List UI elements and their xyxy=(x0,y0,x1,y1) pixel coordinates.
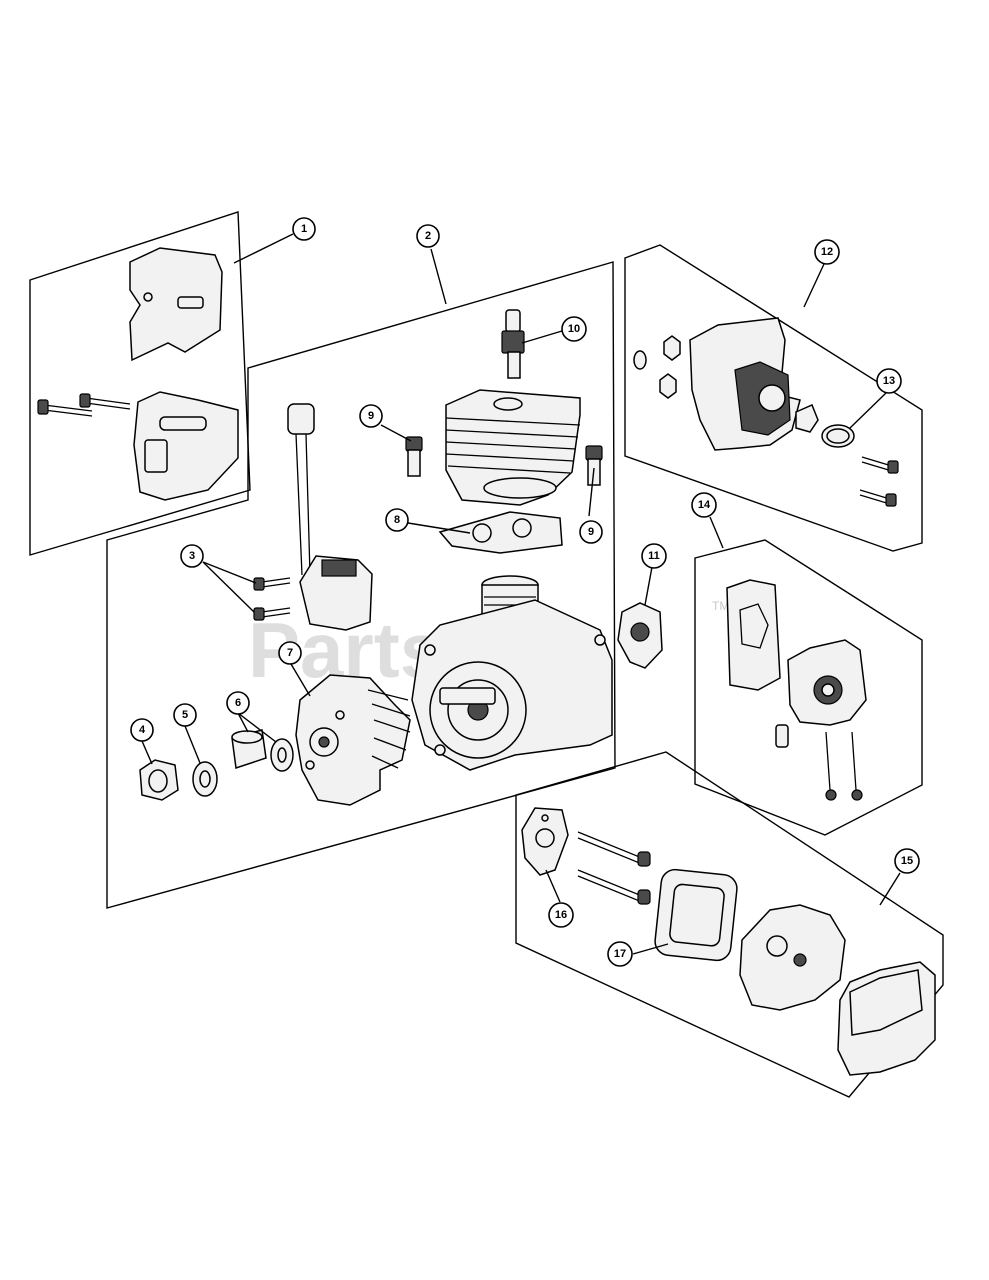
panel-muffler xyxy=(29,211,251,556)
svg-text:12: 12 xyxy=(821,246,833,258)
air-filter-cover xyxy=(837,961,936,1076)
ignition-coil xyxy=(287,403,373,631)
air-filter-bolts xyxy=(577,831,651,905)
spacer-ring xyxy=(270,738,294,772)
panel-intake xyxy=(624,244,923,552)
cylinder-gasket xyxy=(438,511,563,554)
callout-4: 4 xyxy=(130,718,154,742)
svg-text:3: 3 xyxy=(189,550,195,562)
air-filter-element xyxy=(654,868,738,962)
callout-2: 2 xyxy=(416,224,440,248)
panel-carburetor xyxy=(694,539,923,836)
callout-10: 10 xyxy=(561,316,587,342)
svg-text:6: 6 xyxy=(235,697,241,709)
svg-text:7: 7 xyxy=(287,647,293,659)
svg-text:9: 9 xyxy=(588,526,594,538)
ignition-module xyxy=(617,602,663,669)
washer xyxy=(192,761,218,797)
air-filter-base xyxy=(739,904,846,1011)
intake-valve xyxy=(795,404,819,433)
callout-14: 14 xyxy=(691,492,717,518)
callout-1: 1 xyxy=(292,217,316,241)
muffler-body xyxy=(133,391,239,501)
air-filter-gasket xyxy=(521,807,569,876)
svg-text:4: 4 xyxy=(139,724,146,736)
svg-text:17: 17 xyxy=(614,948,626,960)
panel-engine xyxy=(106,261,616,909)
leader-lines xyxy=(141,233,901,955)
svg-text:10: 10 xyxy=(568,323,580,335)
bushing xyxy=(231,729,267,769)
clutch-nut xyxy=(139,759,179,801)
callout-8: 8 xyxy=(385,508,409,532)
spark-plug xyxy=(501,309,525,379)
svg-text:15: 15 xyxy=(901,855,913,867)
muffler-screws xyxy=(37,393,131,417)
crankcase xyxy=(411,599,613,771)
svg-text:8: 8 xyxy=(394,514,400,526)
cylinder xyxy=(445,389,581,506)
callout-11: 11 xyxy=(641,543,667,569)
callout-13: 13 xyxy=(876,368,902,394)
svg-text:11: 11 xyxy=(648,550,660,562)
intake-screws xyxy=(859,456,899,507)
carburetor xyxy=(775,639,867,801)
carb-gasket xyxy=(726,579,781,691)
svg-text:9: 9 xyxy=(368,410,374,422)
callout-3: 3 xyxy=(180,544,204,568)
panel-air-filter xyxy=(515,751,944,1098)
svg-text:13: 13 xyxy=(883,375,895,387)
callout-6: 6 xyxy=(226,691,250,715)
svg-text:2: 2 xyxy=(425,230,431,242)
callout-5: 5 xyxy=(173,703,197,727)
callout-9a: 9 xyxy=(359,404,383,428)
muffler-heat-shield xyxy=(129,247,223,362)
callout-17: 17 xyxy=(607,941,633,967)
callout-12: 12 xyxy=(814,239,840,265)
callout-15: 15 xyxy=(894,848,920,874)
svg-text:16: 16 xyxy=(555,909,567,921)
svg-text:5: 5 xyxy=(182,709,188,721)
callout-7: 7 xyxy=(278,641,302,665)
svg-text:14: 14 xyxy=(698,499,711,511)
watermark-tm: TM xyxy=(712,599,729,613)
callout-16: 16 xyxy=(548,902,574,928)
flywheel xyxy=(295,674,411,806)
coil-screws xyxy=(253,577,291,621)
intake-insulator xyxy=(633,317,801,451)
o-ring xyxy=(821,424,855,448)
callout-9b: 9 xyxy=(579,520,603,544)
svg-text:1: 1 xyxy=(301,223,307,235)
